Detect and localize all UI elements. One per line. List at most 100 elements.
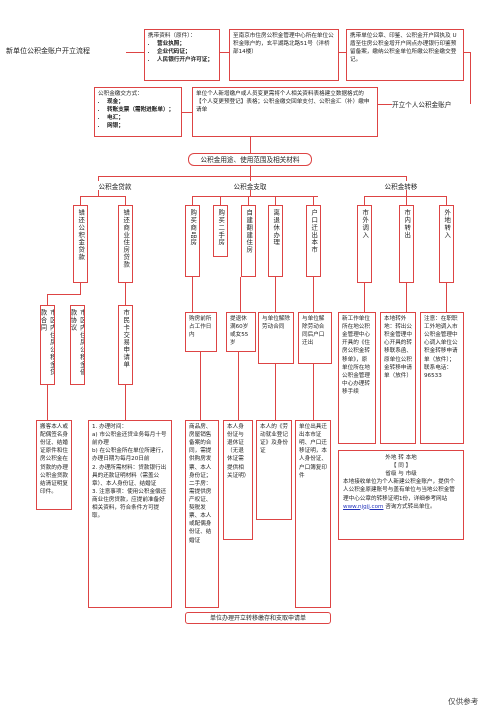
connector (250, 190, 251, 196)
connector (125, 385, 126, 420)
connector (378, 104, 392, 105)
withdraw-sub-4: 与单位解除劳动合同后户口迁出 (298, 312, 332, 364)
connector (80, 196, 126, 197)
connector (275, 196, 276, 205)
payment-item: 电汇； (107, 114, 178, 122)
note-tail: 咨询方式转出单位。 (385, 503, 436, 510)
doc-item: 企业代码证； (157, 48, 216, 56)
withdraw-col-3: 自建翻建住房 (241, 205, 256, 277)
withdraw-col-2: 购买二手房 (213, 205, 228, 257)
loan-detail-2: 1. 办理时间： a) 市公积金还贷业务每月十号前办理 b) 在公积金所在单位所… (88, 420, 172, 608)
connector (220, 52, 229, 53)
category-loan: 公积金贷款 (98, 183, 132, 191)
connector (364, 196, 365, 205)
connector (98, 176, 99, 181)
withdraw-sub-3: 与单位解除劳动合同 (258, 312, 294, 364)
payment-item: 转账支票（需附进账单）； (107, 106, 178, 114)
connector (364, 196, 446, 197)
withdraw-detail-1: 商品房、房屋销售备案的合同，需提供购房发票、本人身份证；二手房：需提供房产权证、… (185, 420, 219, 608)
withdraw-sub-2: 提退休满60岁或女55岁 (226, 312, 256, 352)
connector (47, 385, 48, 420)
withdraw-col-1: 购买商品房 (185, 205, 200, 277)
connector (220, 196, 221, 205)
connector (192, 196, 193, 205)
connector (200, 352, 201, 420)
connector (125, 283, 126, 305)
connector (182, 112, 192, 113)
bank-registration-box: 携带单位公章、印鉴、公积金开户回执及 U 盾至住房公积金增开户网点办理银行印鉴预… (346, 29, 464, 81)
connector (446, 283, 447, 312)
detail-line: a) 市公积金还贷业务每月十号前办理 (92, 432, 167, 447)
process-title: 新单位公积金账户开立流程 (6, 47, 90, 55)
payment-method-list: 现金； 转账支票（需附进账单）； 电汇； 网银； (98, 98, 178, 130)
footer-note: 仅供参考 (448, 697, 479, 706)
connector (238, 352, 239, 420)
connector (470, 52, 471, 104)
connector (248, 196, 249, 205)
connector (406, 283, 407, 312)
connector (250, 137, 251, 153)
connector (192, 277, 193, 312)
transfer-detail-1: 新工作单位所在地公积金管理中心开具的《住房公积金转移单》，原单位所在地公积金管理… (338, 312, 376, 444)
note-body: 本地接收单位为个人新建公积金账户，提供个人公积金原建账号与盖有单位与当地公积金管… (343, 479, 455, 502)
loan-col-2: 错还商业住房贷款 (118, 205, 133, 283)
connector (446, 196, 447, 205)
connector (126, 52, 144, 53)
detail-line: 1. 办理时间： (92, 424, 128, 430)
website-link[interactable]: www.njgjj.com (343, 503, 384, 510)
loan-col-1: 错还公积金贷款 (73, 205, 88, 283)
category-transfer: 公积金转移 (384, 183, 418, 191)
withdraw-detail-4: 单位出具迁出本市证明、户口迁移证明，本人身份证、户口簿复印件 (295, 420, 331, 608)
transfer-detail-2: 本地转外地：转出公积金管理中心开具的转移联系函、原单位公积金转移申请单（放件） (380, 312, 416, 444)
connector (80, 196, 81, 205)
connector (313, 196, 314, 205)
detail-line: b) 在公积金所在单位所建行，办理日期为每月20日前 (92, 448, 167, 463)
payment-item: 现金； (107, 98, 178, 106)
connector (406, 190, 407, 196)
connector (250, 166, 251, 176)
connector (47, 294, 81, 295)
transfer-detail-3: 注意：在职职工外地调入市公积金管理中心调入单位公积金转移申请单（放件）；联系电话… (420, 312, 464, 444)
required-documents-box: 携带资料（原件）： 营业执照； 企业代码证； 人民银行开户许可证； (144, 29, 220, 81)
connector (250, 176, 251, 181)
connector (98, 176, 406, 177)
note-sub2: 省级 与 市级 (385, 471, 417, 478)
withdraw-detail-2: 本人身份证与退休证（无退休证需提供相关证明） (223, 420, 253, 540)
transfer-note-box: 外地 转 本地 【 同 】 省级 与 市级 本地接收单位为个人新建公积金账户，提… (338, 450, 464, 540)
connector (339, 52, 346, 53)
payment-method-box: 公积金缴交方式： 现金； 转账支票（需附进账单）； 电汇； 网银； (94, 87, 182, 137)
connector (464, 52, 471, 53)
loan-sub-2: 市区内住房公积金借款协议 (70, 305, 85, 385)
note-sub: 【 同 】 (390, 463, 412, 470)
connector (47, 294, 48, 305)
required-documents-list: 营业执照； 企业代码证； 人民银行开户许可证； (148, 40, 216, 64)
transfer-col-1: 市外调入 (357, 205, 372, 283)
open-personal-account-label: 开立个人公积金账户 (392, 101, 452, 109)
connector (275, 364, 276, 420)
connector (240, 277, 241, 312)
connector (125, 196, 126, 205)
connector (313, 277, 314, 312)
note-head: 外地 转 本地 (385, 455, 417, 461)
payment-method-title: 公积金缴交方式： (98, 91, 143, 97)
loan-sub-3: 市民卡交易申请单 (118, 305, 133, 385)
connector (192, 196, 318, 197)
loan-detail-1: 搬客本人或配偶签名身份证、结婚证原件和住房公积金在贷款的办理公积金贷款结清证明复… (36, 420, 72, 510)
connector (313, 364, 314, 420)
center-address-box: 至南京市住房公积金管理中心所在单位公积金账户的，玄平湖路北路51号（洋桥部14楼… (229, 29, 339, 81)
connector (80, 283, 81, 294)
connector (275, 277, 276, 312)
withdraw-sub-1: 购房前所占工作日内 (185, 312, 217, 352)
bottom-bar: 单位办理开立转移缴存和支取申请单 (185, 612, 331, 624)
withdraw-col-4: 离退休办理 (268, 205, 283, 277)
connector (364, 283, 365, 312)
loan-sub-1: 市区内住房公积金贷款合同 (40, 305, 55, 385)
detail-line: 3. 注意事项：使用公积金偿还商业住房贷款，应提前准备好相关资料，符合条件方可提… (92, 488, 167, 520)
payment-item: 网银； (107, 122, 178, 130)
withdraw-detail-3: 本人的《劳动就业登记证》及身份证 (256, 420, 292, 520)
required-documents-title: 携带资料（原件）： (148, 33, 196, 39)
usage-banner: 公积金用途、使用范围及相关材料 (188, 153, 312, 166)
connector (98, 190, 99, 196)
transfer-col-3: 外地转入 (439, 205, 454, 283)
withdraw-col-5: 户口迁出本市 (306, 205, 321, 277)
